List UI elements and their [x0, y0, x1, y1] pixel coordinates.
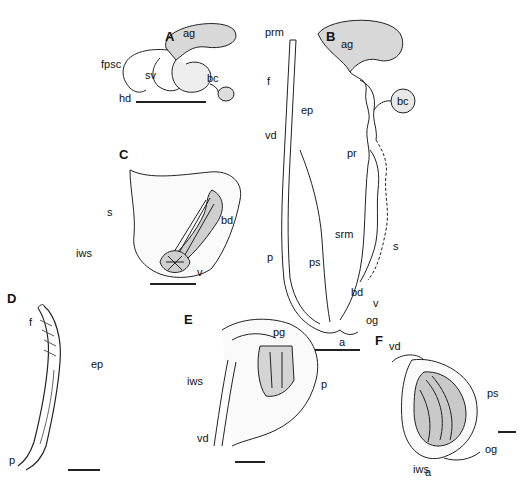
part-label: v [372, 297, 380, 309]
part-label: a [338, 336, 346, 348]
part-label: bc [396, 95, 410, 107]
part-label: vd [264, 129, 278, 141]
part-label: bc [206, 72, 220, 84]
part-label: ps [486, 387, 500, 399]
part-label: vd [196, 432, 210, 444]
panel-letter: C [118, 148, 129, 162]
panel-letter: E [183, 313, 194, 327]
panel-letter: A [164, 30, 175, 44]
part-label: ps [308, 256, 322, 268]
part-label: p [266, 251, 274, 263]
part-label: p [8, 454, 16, 466]
part-label: bd [350, 286, 364, 298]
panel-letter: F [374, 334, 384, 348]
part-label: sv [144, 69, 157, 81]
part-label: og [365, 314, 379, 326]
part-label: iws [186, 375, 204, 387]
part-label: a [424, 466, 432, 478]
part-label: bd [220, 214, 234, 226]
part-label: ag [182, 27, 196, 39]
panel-letter: B [325, 30, 336, 44]
part-label: iws [75, 247, 93, 259]
part-label: prm [264, 26, 285, 38]
part-label: v [196, 266, 204, 278]
part-label: ep [90, 358, 104, 370]
part-label: ep [300, 104, 314, 116]
panel-letter: D [6, 292, 17, 306]
part-label: s [106, 206, 114, 218]
part-label: p [320, 378, 328, 390]
part-label: pr [346, 147, 358, 159]
part-label: f [266, 75, 271, 87]
part-label: srm [334, 228, 354, 240]
part-label: f [28, 316, 33, 328]
part-label: fpsc [100, 58, 122, 70]
part-label: pg [272, 326, 286, 338]
part-label: ag [340, 38, 354, 50]
part-label: og [484, 443, 498, 455]
part-label: hd [118, 92, 132, 104]
part-label: s [392, 240, 400, 252]
part-label: vd [388, 340, 402, 352]
